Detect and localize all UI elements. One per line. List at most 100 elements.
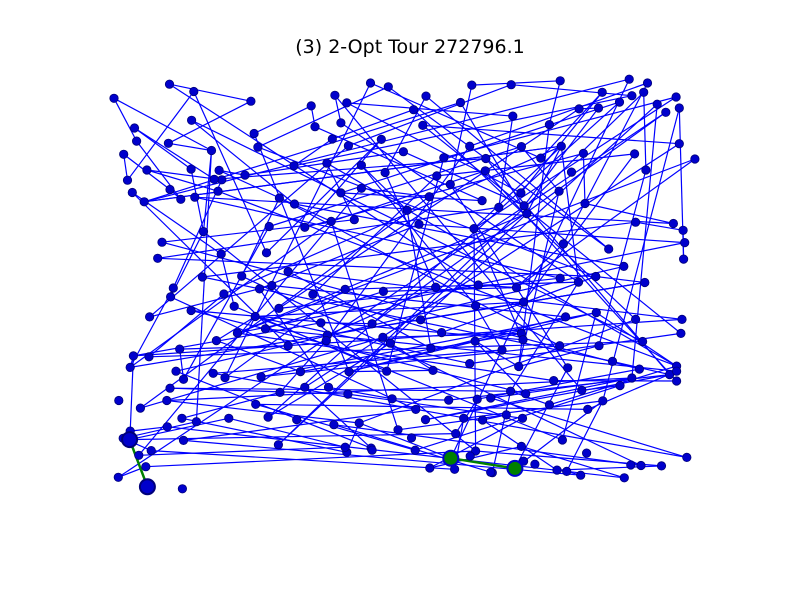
tour-edge <box>631 104 658 379</box>
city-node <box>415 315 426 325</box>
tour-edge <box>340 192 483 202</box>
tour-edge <box>469 82 648 147</box>
tour-edge <box>392 398 449 401</box>
city-node <box>501 410 511 420</box>
tour-edge <box>475 305 503 351</box>
city-node <box>505 386 516 396</box>
tour-edge <box>277 213 528 446</box>
city-node <box>678 225 688 235</box>
city-node <box>343 389 353 399</box>
tour-edge <box>406 210 432 349</box>
tour-edge <box>113 97 212 152</box>
city-node <box>640 277 650 288</box>
tour-edge <box>138 446 346 456</box>
tour-edge <box>422 124 680 145</box>
tour-edge <box>560 146 580 283</box>
city-node <box>544 120 555 130</box>
tour-edge <box>340 122 579 283</box>
city-node <box>114 395 124 406</box>
city-node <box>470 336 480 346</box>
tour-edge <box>334 95 342 124</box>
tour-edge <box>459 102 528 215</box>
city-node <box>674 103 684 113</box>
city-node <box>127 187 137 198</box>
city-node <box>408 105 419 115</box>
city-node <box>563 363 573 373</box>
city-node <box>162 395 172 406</box>
city-node <box>164 79 175 89</box>
tour-edge <box>474 340 520 368</box>
tour-edge <box>166 399 360 424</box>
tour-edge <box>382 332 522 338</box>
tour-edge <box>146 169 219 192</box>
tour-edge <box>172 179 223 289</box>
tour-edge <box>241 275 642 467</box>
city-node <box>614 97 625 107</box>
city-node <box>680 238 690 248</box>
tour-edge <box>516 243 564 289</box>
tour-edge <box>191 119 643 343</box>
tour-edge <box>361 187 430 198</box>
city-node <box>217 175 227 185</box>
tour-edge <box>420 103 658 321</box>
city-node <box>473 280 483 290</box>
city-node <box>424 192 434 202</box>
tour-edge <box>167 426 625 479</box>
city-node <box>656 461 667 471</box>
tour-edge <box>471 80 561 86</box>
city-node <box>634 364 645 374</box>
city-node <box>518 335 528 345</box>
city-node <box>467 80 477 90</box>
tour-edge <box>130 426 168 432</box>
tour-edge <box>255 315 470 365</box>
city-node <box>677 314 687 324</box>
tour-edge <box>518 124 550 367</box>
city-node <box>560 312 571 322</box>
city-node <box>597 87 607 97</box>
tour-edge <box>511 84 632 97</box>
city-node <box>165 383 175 393</box>
city-node <box>676 328 686 338</box>
city-node <box>619 473 629 483</box>
city-node <box>636 460 646 471</box>
city-node <box>300 222 310 232</box>
tour-edge <box>595 275 645 284</box>
city-node <box>153 253 163 263</box>
tour-edge <box>549 365 677 406</box>
city-node <box>344 366 354 377</box>
city-node <box>402 205 412 215</box>
city-node <box>472 394 482 404</box>
city-node <box>175 344 185 354</box>
city-node <box>119 149 129 159</box>
city-node <box>486 467 496 477</box>
city-node <box>300 382 310 392</box>
city-node <box>171 366 181 376</box>
city-node <box>273 440 283 450</box>
tour-edge <box>384 95 427 173</box>
tour-edge <box>602 107 680 402</box>
city-node <box>135 403 145 413</box>
city-node <box>671 92 681 102</box>
city-node <box>132 136 142 146</box>
tour-edge <box>129 417 229 441</box>
city-node <box>254 284 265 294</box>
city-node <box>497 345 507 355</box>
tour-edge <box>595 312 677 367</box>
city-node <box>465 451 475 461</box>
tour-edge <box>259 223 420 290</box>
city-node <box>176 194 186 204</box>
tour-edge <box>175 265 624 372</box>
city-node <box>594 341 604 351</box>
tour-edge <box>403 151 525 207</box>
city-node <box>340 284 350 294</box>
city-node <box>327 134 337 144</box>
tour-edge <box>161 219 355 243</box>
tour-edge <box>584 202 674 225</box>
tour-edge <box>127 91 195 181</box>
tour-edge <box>223 145 562 295</box>
tour-edge <box>129 220 332 368</box>
city-node <box>387 394 397 404</box>
city-node <box>322 158 332 168</box>
tour-edge <box>418 223 685 244</box>
tour-edge <box>181 417 347 453</box>
